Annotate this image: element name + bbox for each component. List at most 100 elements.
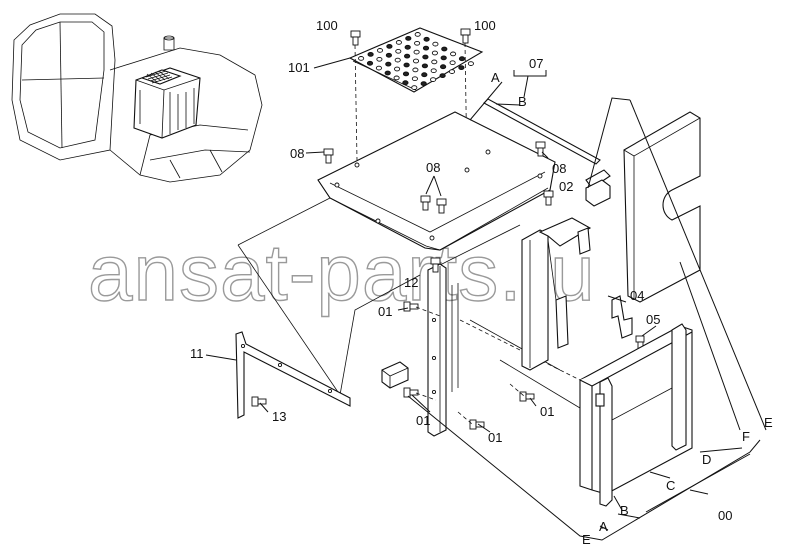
grid-hole	[414, 40, 421, 46]
label-00: 00	[718, 508, 732, 523]
grid-hole	[421, 72, 428, 78]
grid-hole	[440, 64, 447, 70]
grid-hole	[458, 65, 465, 70]
label-E-bottom: E	[582, 532, 591, 547]
grid-hole	[376, 48, 384, 53]
bolt-13	[251, 396, 267, 407]
vertical-post-left	[427, 263, 459, 437]
bolt-01-d	[519, 391, 535, 402]
grid-hole	[403, 62, 410, 68]
bolt-01-c	[469, 419, 485, 430]
label-12: 12	[404, 275, 418, 290]
grid-hole	[430, 77, 437, 82]
grid-hole	[358, 56, 365, 61]
label-A-top: A	[491, 70, 500, 85]
label-C: C	[666, 478, 675, 493]
grid-hole	[411, 85, 418, 90]
grid-hole	[394, 57, 401, 63]
label-01-lower-left: 01	[416, 413, 430, 428]
label-05: 05	[646, 312, 660, 327]
grid-hole	[402, 71, 410, 77]
label-08-left: 08	[290, 146, 304, 161]
grid-hole	[449, 60, 456, 66]
grid-hole	[430, 68, 437, 74]
bolt-01-a	[403, 301, 419, 312]
grid-hole	[405, 36, 412, 41]
label-E-right: E	[764, 415, 773, 430]
bolt-02	[543, 190, 554, 206]
label-04: 04	[630, 288, 644, 303]
grid-hole	[432, 41, 439, 47]
label-100-right: 100	[474, 18, 496, 33]
grid-hole	[441, 46, 448, 52]
label-D: D	[702, 452, 711, 467]
front-door-panel	[579, 323, 693, 507]
bolt-08-right	[535, 141, 546, 157]
grid-hole	[412, 58, 420, 64]
grid-hole	[395, 40, 402, 45]
label-100-left: 100	[316, 18, 338, 33]
label-13: 13	[272, 409, 286, 424]
grid-hole	[412, 67, 419, 73]
grid-hole	[411, 76, 418, 82]
label-01-lower-right: 01	[540, 404, 554, 419]
grid-hole	[367, 52, 374, 57]
grid-hole	[366, 60, 374, 66]
part-11-bracket	[235, 331, 351, 419]
label-B-bottom: B	[620, 503, 629, 518]
bolt-12	[430, 257, 441, 273]
grid-hole	[422, 45, 430, 51]
label-B-top: B	[518, 94, 527, 109]
grid-hole	[384, 70, 391, 76]
label-07: 07	[529, 56, 543, 71]
label-101: 101	[288, 60, 310, 75]
label-A-bottom: A	[599, 519, 608, 534]
grid-hole	[394, 66, 401, 72]
vertical-post-right	[521, 217, 592, 371]
grid-hole	[431, 50, 438, 56]
label-F: F	[742, 429, 750, 444]
grid-pattern-mini	[145, 70, 173, 84]
grid-hole	[423, 36, 430, 42]
grid-hole	[375, 65, 382, 71]
watermark: ansat-parts.ru	[88, 228, 596, 317]
bolt-08-left	[323, 148, 334, 164]
grid-holes	[358, 32, 474, 90]
bolt-08-mid-a	[420, 195, 431, 211]
excavator-overview-sketch	[11, 13, 263, 183]
grid-hole	[376, 56, 383, 62]
grid-hole	[414, 32, 421, 37]
grid-hole	[431, 59, 438, 65]
grid-hole	[404, 53, 411, 59]
grid-hole	[448, 69, 456, 74]
grid-hole	[402, 80, 409, 86]
bolt-08-mid-b	[436, 198, 447, 214]
label-11: 11	[190, 346, 204, 361]
grid-hole	[440, 55, 447, 61]
grid-hole	[450, 51, 457, 57]
label-01-lower-mid: 01	[488, 430, 502, 445]
grid-hole	[385, 52, 392, 58]
label-08-mid: 08	[426, 160, 440, 175]
bolt-01-b	[403, 387, 419, 398]
leader-lines	[205, 57, 767, 541]
rubber-pad-left	[381, 361, 409, 389]
bolt-100-left	[350, 30, 361, 46]
grid-hole	[439, 73, 446, 78]
grid-hole	[385, 61, 392, 67]
cover-plate	[317, 111, 556, 251]
rubber-pad-right	[585, 179, 611, 207]
part-101-grid-panel	[348, 27, 484, 93]
grid-hole	[467, 61, 474, 66]
part-04-clip	[611, 295, 633, 339]
grid-hole	[422, 54, 429, 60]
callout-labels: 100 100 101 A 07 B 08 08 08 02 12 01 04 …	[190, 18, 773, 547]
grid-hole	[458, 56, 466, 62]
grid-hole	[393, 75, 400, 81]
label-02: 02	[559, 179, 573, 194]
label-08-right: 08	[552, 161, 566, 176]
grid-hole	[420, 81, 427, 86]
side-panel-F	[623, 111, 701, 303]
grid-hole	[413, 49, 420, 55]
